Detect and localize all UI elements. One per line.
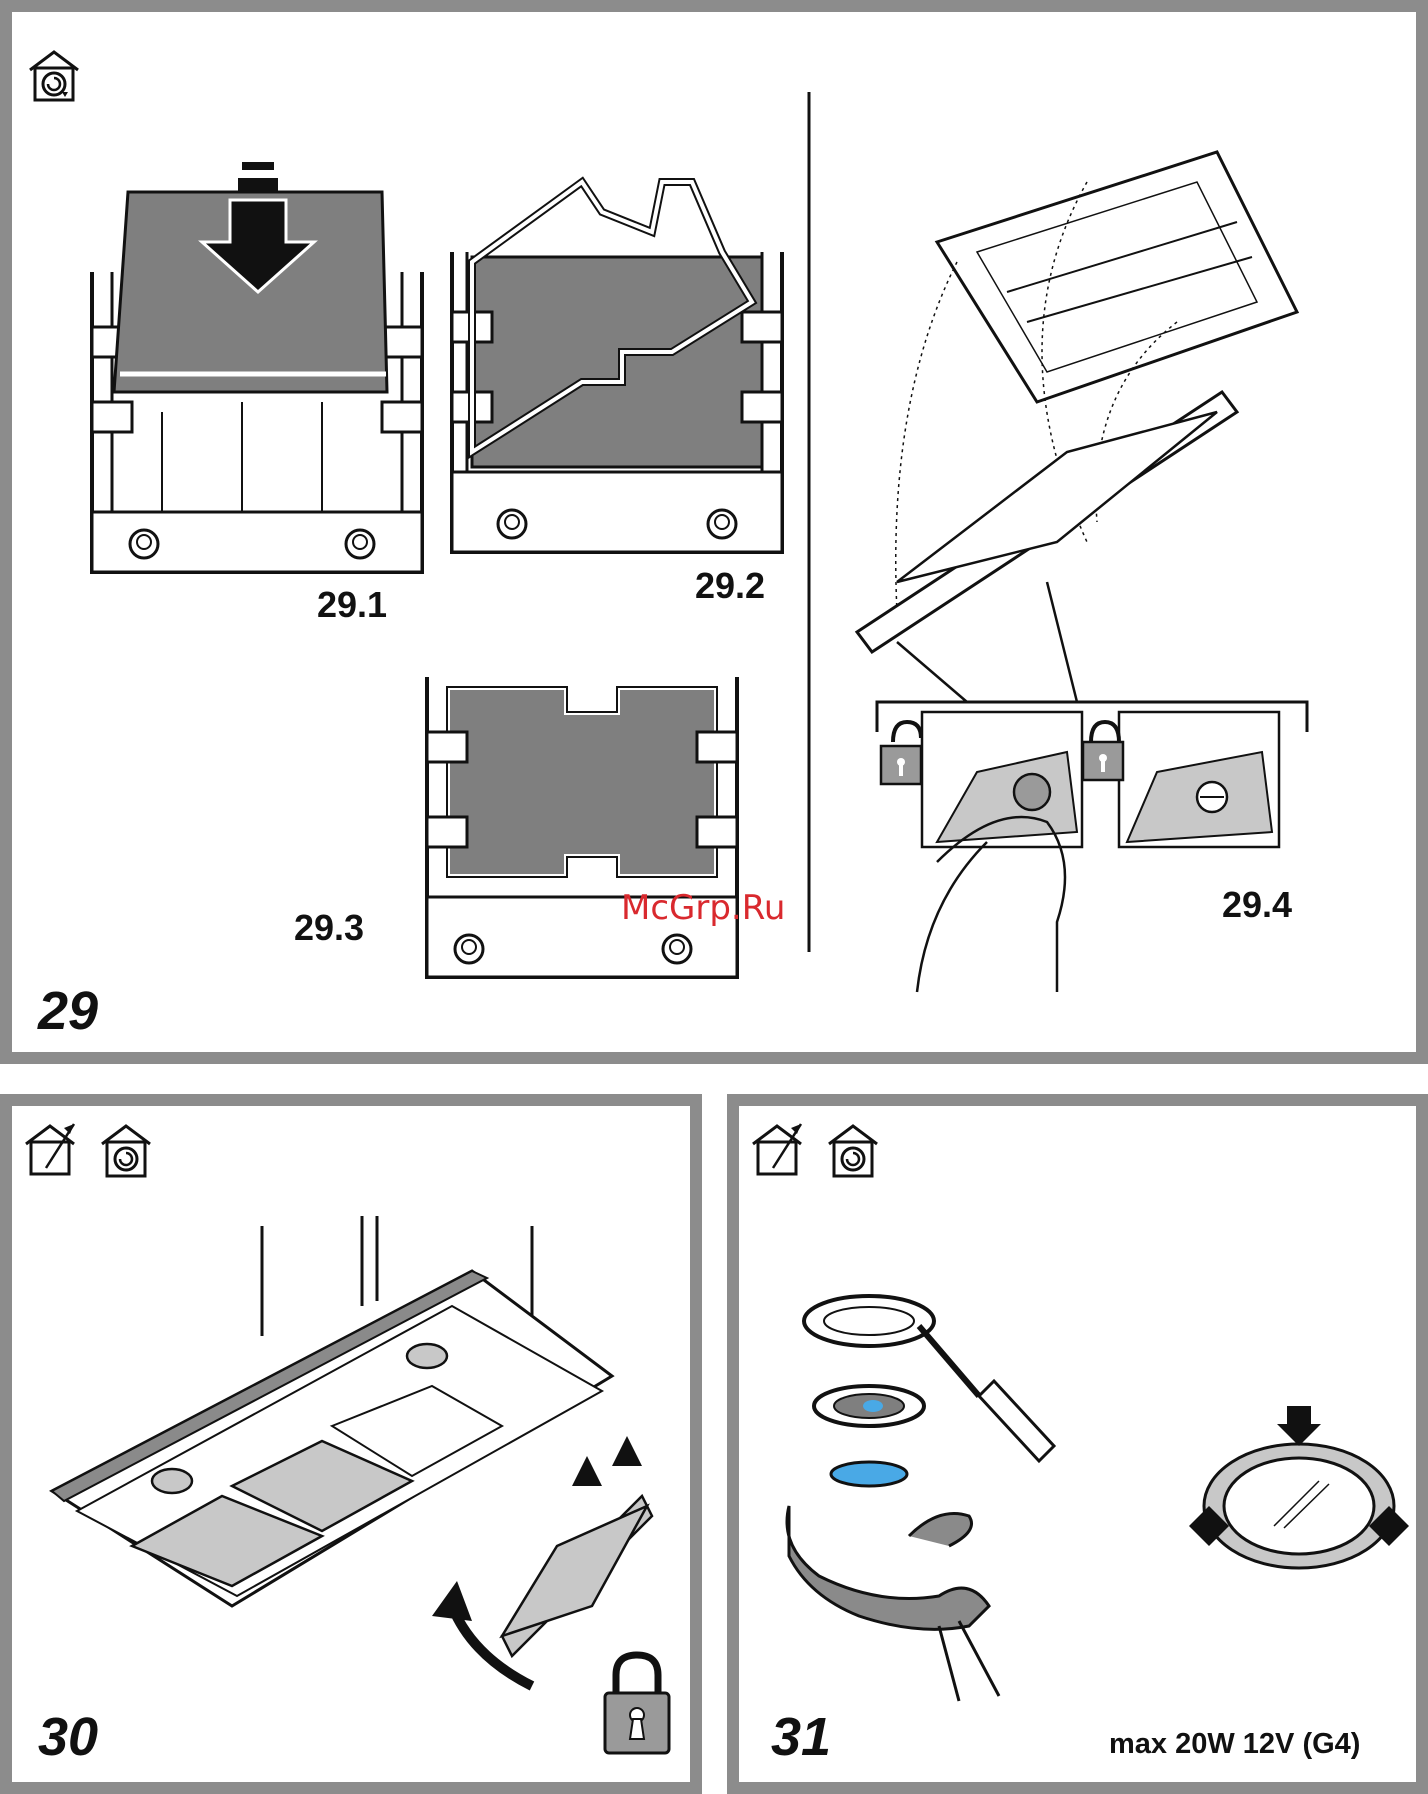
illustration-29-4 [857, 142, 1357, 992]
recirculation-mode-icon [825, 1120, 881, 1180]
step-label-29-4: 29.4 [1222, 884, 1292, 926]
panel-divider [807, 92, 811, 952]
padlock-locked-icon [1083, 722, 1123, 780]
ducted-mode-icon [749, 1120, 809, 1180]
recirculation-mode-icon [98, 1120, 154, 1180]
illustration-29-1 [82, 152, 432, 582]
illustration-31-cover-ring [1189, 1396, 1409, 1586]
figure-number-29: 29 [38, 980, 98, 1042]
padlock-unlocked-icon [881, 722, 921, 784]
recirculation-mode-icon [26, 48, 82, 104]
illustration-29-2 [442, 152, 792, 562]
step-label-29-1: 29.1 [317, 584, 387, 626]
figure-number-30: 30 [38, 1706, 98, 1768]
illustration-29-3 [407, 677, 747, 987]
step-label-29-3: 29.3 [294, 907, 364, 949]
lamp-spec-label: max 20W 12V (G4) [1109, 1728, 1360, 1761]
panel-31: 31 max 20W 12V (G4) [727, 1094, 1428, 1794]
panel-30: 30 [0, 1094, 702, 1794]
padlock-locked-icon [602, 1649, 672, 1759]
illustration-30-hood-filters [32, 1186, 692, 1746]
figure-number-31: 31 [771, 1706, 831, 1768]
step-label-29-2: 29.2 [695, 565, 765, 607]
ducted-mode-icon [22, 1120, 82, 1180]
watermark: McGrp.Ru [621, 888, 785, 928]
panel-29: 29.1 29.2 29.3 [0, 0, 1428, 1064]
